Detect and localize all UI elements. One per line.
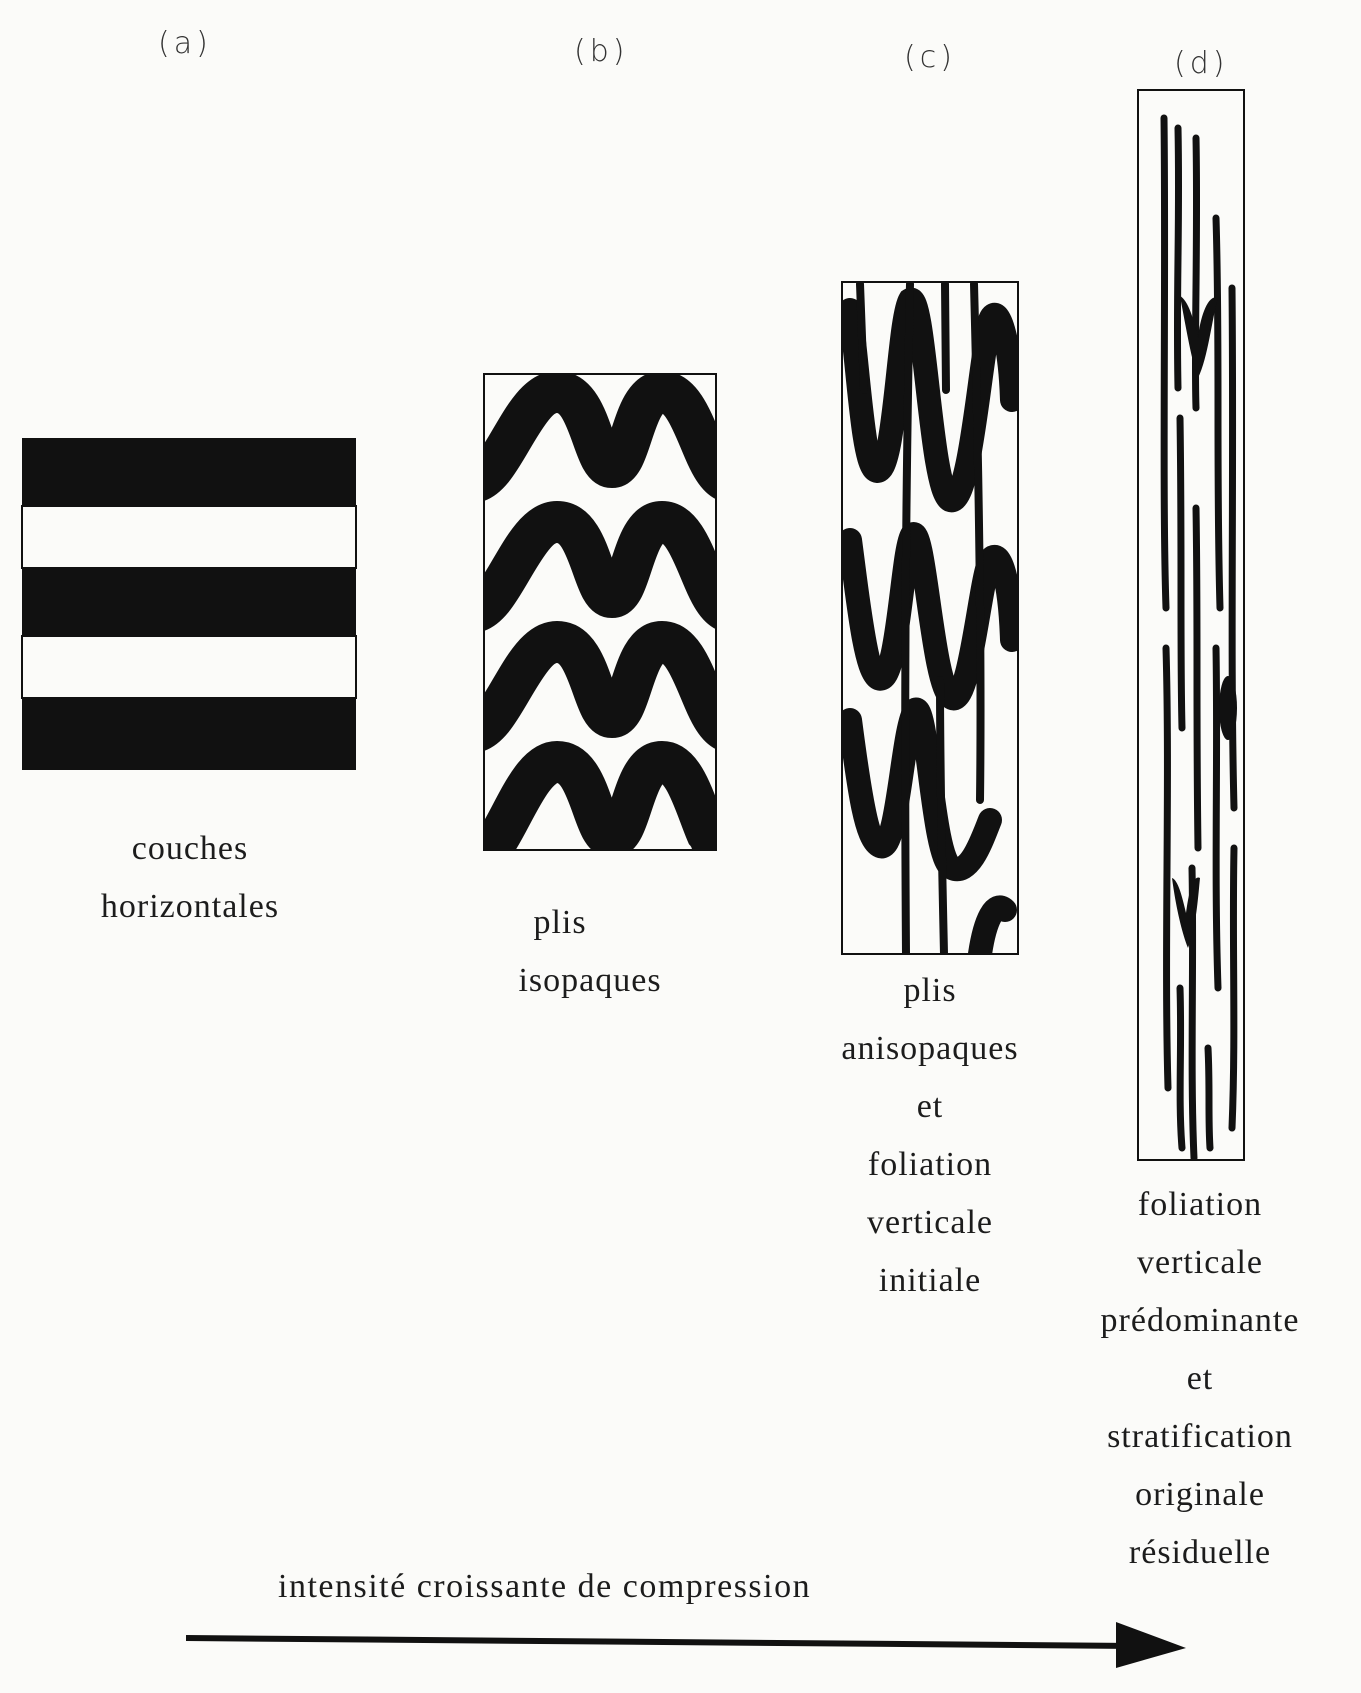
fold-layer-1 [482, 392, 718, 482]
c-foliation-5 [940, 680, 944, 954]
caption-line: plis [420, 894, 700, 952]
panel-c-caption: plis anisopaques et foliation verticale … [820, 962, 1040, 1310]
panel-d-caption: foliation verticale prédominante et stra… [1070, 1176, 1330, 1582]
caption-line: anisopaques [820, 1020, 1040, 1078]
d-foliation-10 [1232, 848, 1234, 1128]
caption-line: verticale [1070, 1234, 1330, 1292]
d-foliation-9 [1216, 648, 1218, 988]
arrow-shaft [186, 1638, 1136, 1646]
caption-line: horizontales [70, 878, 310, 936]
arrow-head [1116, 1622, 1186, 1668]
c-foliation-3 [945, 284, 946, 390]
layer-3 [22, 698, 356, 770]
panel-c-label: (c) [904, 40, 956, 75]
d-foliation-7 [1196, 508, 1198, 848]
caption-line: originale [1070, 1466, 1330, 1524]
d-foliation-12 [1180, 988, 1182, 1148]
d-foliation-1 [1164, 118, 1166, 608]
layer-2 [22, 568, 356, 636]
caption-line: et [1070, 1350, 1330, 1408]
caption-line: et [820, 1078, 1040, 1136]
panel-d-vertical-foliation [1136, 88, 1246, 1162]
caption-line: couches [70, 820, 310, 878]
c-foliation-2 [905, 284, 910, 954]
d-foliation-8 [1166, 648, 1168, 1088]
arrow-caption: intensité croissante de compression [278, 1568, 811, 1606]
d-foliation-4 [1216, 218, 1220, 608]
panel-b-caption: plis isopaques [480, 894, 700, 1010]
panel-a-horizontal-layers [20, 436, 360, 776]
d-foliation-2 [1177, 128, 1178, 388]
caption-line: plis [820, 962, 1040, 1020]
panel-a-label: (a) [158, 26, 212, 61]
caption-line: foliation [1070, 1176, 1330, 1234]
c-fold-3 [850, 710, 990, 870]
layer-1 [22, 438, 356, 506]
caption-line: foliation [820, 1136, 1040, 1194]
c-fold-4 [980, 907, 1005, 954]
compression-arrow [186, 1610, 1206, 1670]
d-foliation-6 [1180, 418, 1182, 728]
panel-b-isopachous-folds [482, 372, 718, 852]
panel-b-label: (b) [574, 34, 628, 69]
fold-layer-2 [482, 522, 718, 612]
c-fold-1 [850, 300, 1012, 501]
c-foliation-1 [860, 284, 864, 390]
panel-c-anisopachous-folds [840, 280, 1020, 956]
c-foliation-4 [974, 284, 981, 800]
caption-line: isopaques [480, 952, 700, 1010]
d-foliation-13 [1208, 1048, 1210, 1148]
caption-line: résiduelle [1070, 1524, 1330, 1582]
caption-line: stratification [1070, 1408, 1330, 1466]
caption-line: initiale [820, 1252, 1040, 1310]
fold-layer-3 [482, 642, 718, 732]
d-residual-blob [1219, 676, 1237, 740]
c-fold-2 [850, 534, 1012, 698]
caption-line: prédominante [1070, 1292, 1330, 1350]
panel-d-label: (d) [1174, 46, 1228, 81]
fold-layer-4 [482, 762, 718, 852]
caption-line: verticale [820, 1194, 1040, 1252]
panel-a-caption: couches horizontales [70, 820, 310, 936]
